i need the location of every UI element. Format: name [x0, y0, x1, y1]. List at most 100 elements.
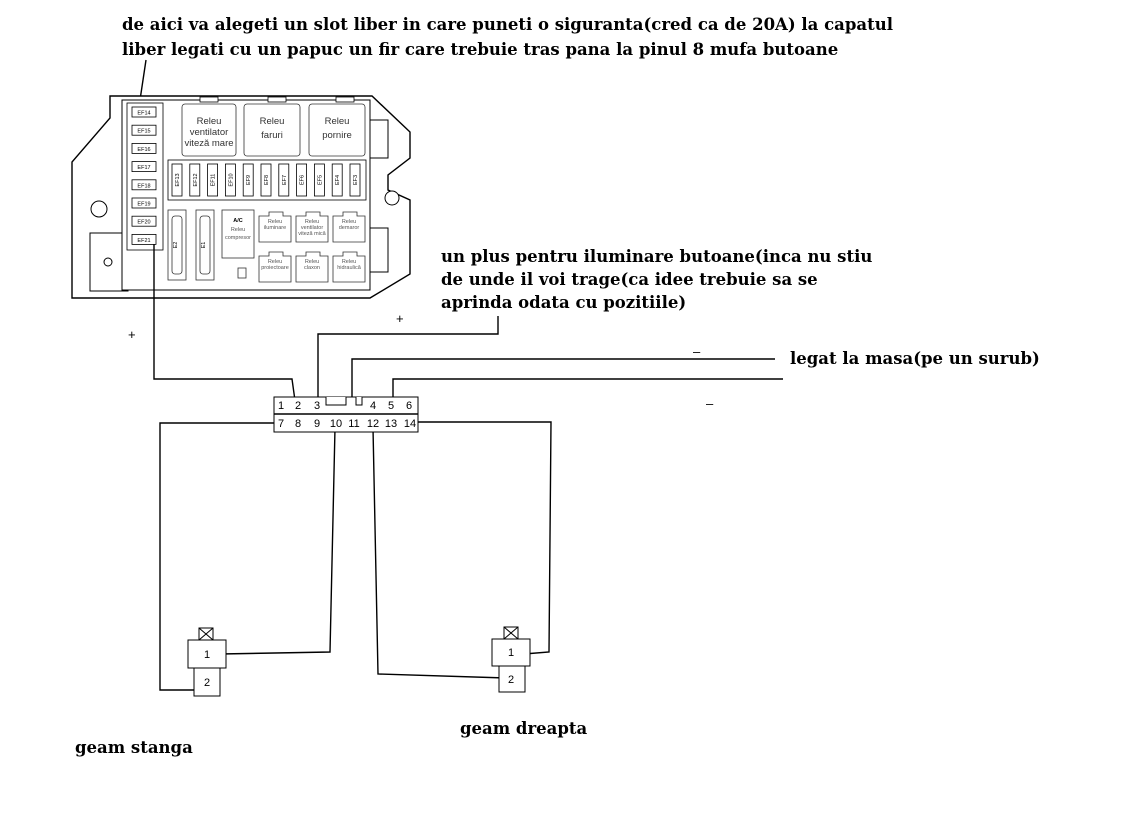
small-relay — [295, 211, 329, 243]
relay-start-line1: Releu — [325, 116, 350, 127]
small-relay-label: claxon — [304, 265, 320, 271]
relay-fan-high-line3: viteză mare — [184, 138, 233, 149]
row-fuse-slot — [331, 163, 343, 197]
row-fuse-label: EF3 — [353, 175, 359, 185]
left-fuse-label: EF17 — [137, 165, 150, 171]
plus-sign-illum: + — [396, 311, 404, 326]
left-fuse-slot — [131, 179, 157, 191]
row-fuse-label: EF12 — [193, 173, 199, 186]
small-relay-label: Releu — [268, 219, 282, 225]
small-relay-label: demaror — [339, 225, 360, 231]
minus-sign-ground: – — [693, 344, 701, 359]
left-fuse-slot — [131, 233, 157, 245]
maxi-fuse-e1-label: E1 — [201, 242, 207, 249]
side-tab-top — [369, 119, 389, 159]
relay-ac-compressor — [221, 209, 255, 259]
relay-ac-sub2: compresor — [225, 235, 251, 241]
maxi-fuse-e2-label: E2 — [173, 242, 179, 249]
connector-bottom-pin: 7 — [278, 418, 284, 430]
small-relay — [332, 251, 366, 283]
right-switch-pin2: 2 — [508, 674, 514, 686]
row-fuse-slot — [260, 163, 272, 197]
row-fuse-slot — [278, 163, 290, 197]
right-window-switch: 1 2 — [491, 626, 531, 693]
left-fuse-label: EF16 — [137, 147, 150, 153]
clip-2 — [267, 96, 287, 103]
small-relay — [258, 251, 292, 283]
row-fuse-label: EF7 — [282, 175, 288, 185]
relay-headlights-line2: faruri — [261, 130, 283, 141]
row-fuse-slot — [242, 163, 254, 197]
connector-top-pin: 6 — [406, 400, 412, 412]
small-relay-label: ventilator — [301, 225, 323, 231]
connector-bottom-pin: 10 — [330, 418, 342, 430]
small-relay-label: Releu — [305, 259, 319, 265]
wire-pin10-to-left-pin1 — [219, 427, 336, 655]
clip-1 — [199, 96, 219, 103]
left-fuse-label: EF18 — [137, 183, 150, 189]
row-fuse-label: EF9 — [246, 175, 252, 185]
row-fuse-label: EF13 — [175, 173, 181, 186]
mount-hole-right — [384, 190, 400, 206]
connector-bottom-pin: 14 — [404, 418, 416, 430]
left-switch-lower — [193, 667, 221, 697]
connector-top-pin: 5 — [388, 400, 394, 412]
connector-top-pin: 1 — [278, 400, 284, 412]
wire-pin14-to-right-pin1 — [412, 421, 552, 655]
illum-note-line1: un plus pentru iluminare butoane(inca nu… — [441, 247, 872, 266]
small-relay-label: Releu — [268, 259, 282, 265]
connector-bottom-pin: 12 — [367, 418, 379, 430]
small-socket — [237, 267, 247, 279]
small-relay-label: Releu — [305, 219, 319, 225]
row-fuse-label: EF8 — [264, 175, 270, 185]
row-fuse-label: EF4 — [335, 175, 341, 185]
connector-top-pin: 3 — [314, 400, 320, 412]
left-switch-pin2: 2 — [204, 677, 210, 689]
side-tab-bottom — [369, 227, 389, 273]
maxi-fuse-e2-body — [171, 215, 183, 275]
right-window-label: geam dreapta — [460, 719, 588, 738]
left-switch-pin1: 1 — [204, 649, 210, 661]
left-fuse-slot — [131, 215, 157, 227]
row-fuse-slot — [349, 163, 361, 197]
relay-ac-sub1: Releu — [231, 227, 245, 233]
small-relay — [258, 211, 292, 243]
mount-hole-left — [90, 200, 108, 218]
relay-fan-high — [181, 103, 237, 157]
maxi-fuse-e1-body — [199, 215, 211, 275]
small-relay-label: viteză mică — [298, 231, 326, 237]
right-switch-lower — [498, 665, 526, 693]
relay-headlights — [243, 103, 301, 157]
illum-note-line3: aprinda odata cu pozitiile) — [441, 293, 686, 312]
row-fuse-slot — [224, 163, 236, 197]
bracket-hole — [103, 257, 113, 267]
left-fuse-label: EF19 — [137, 202, 150, 208]
row-fuse-slot — [313, 163, 325, 197]
relay-headlights-line1: Releu — [260, 116, 285, 127]
connector-bottom-pin: 9 — [314, 418, 320, 430]
relay-start — [308, 103, 366, 157]
connector-bottom-pin: 11 — [348, 418, 359, 430]
fuse-note-line2: liber legati cu un papuc un fir care tre… — [122, 40, 838, 59]
connector-key — [325, 397, 363, 406]
left-fuse-slot — [131, 142, 157, 154]
left-window-switch: 1 2 — [187, 627, 227, 697]
clip-3 — [335, 96, 355, 103]
row-fuse-slot — [296, 163, 308, 197]
wire-pin12-to-right-pin2 — [372, 427, 507, 679]
fuse-note-line1: de aici va alegeti un slot liber in care… — [122, 15, 893, 34]
right-switch-pin1: 1 — [508, 647, 514, 659]
row-fuse-label: EF11 — [211, 174, 217, 187]
row-fuse-label: EF10 — [228, 173, 234, 186]
relay-start-line2: pornire — [322, 130, 352, 141]
left-fuse-slot — [131, 106, 157, 118]
connector-bottom-pin: 8 — [295, 418, 301, 430]
plus-sign-fuse: + — [128, 327, 136, 342]
row-fuse-slot — [189, 163, 201, 197]
left-fuse-label: EF20 — [137, 220, 150, 226]
